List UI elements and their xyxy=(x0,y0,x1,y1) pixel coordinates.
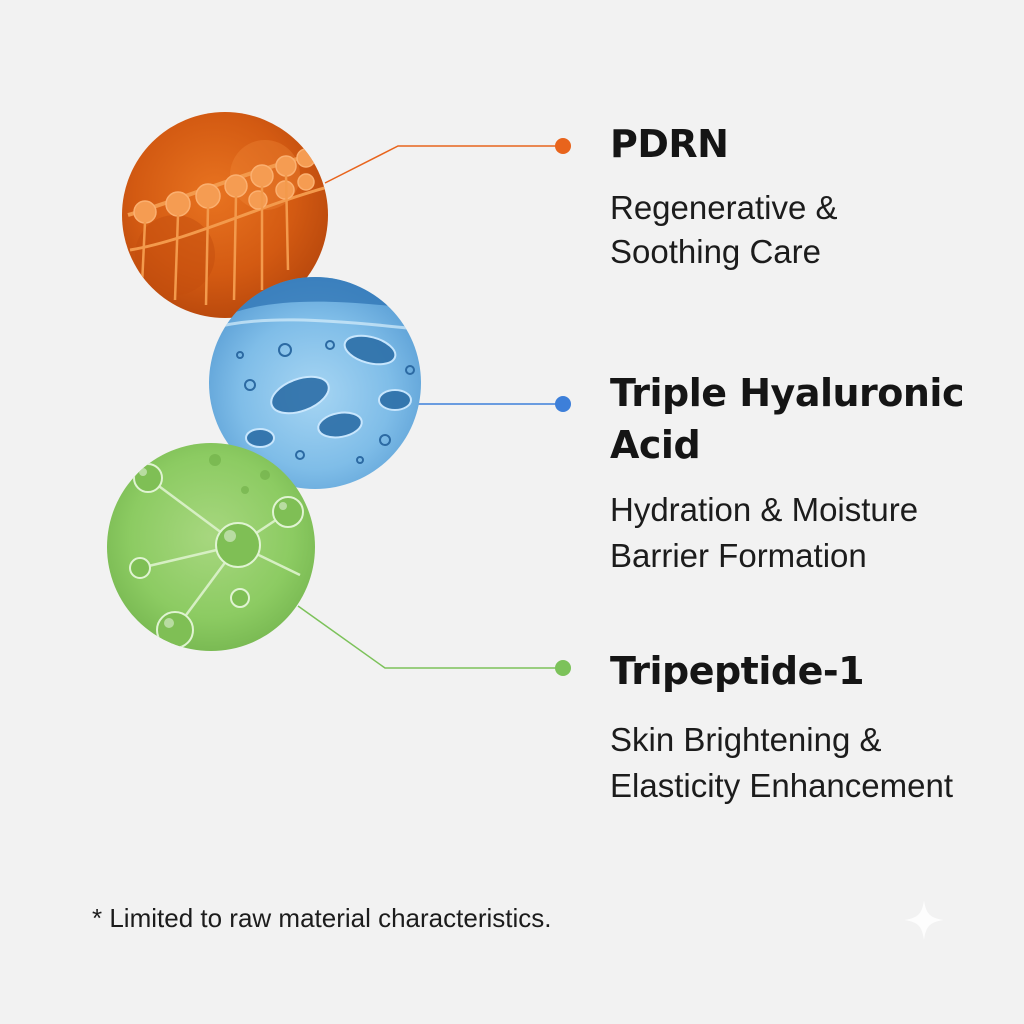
hyaluronic-connector-dot xyxy=(555,396,571,412)
pdrn-connector-dot xyxy=(555,138,571,154)
tripeptide-connector-dot xyxy=(555,660,571,676)
tripeptide-description-line1: Skin Brightening & xyxy=(610,721,882,758)
dna-helix-icon xyxy=(122,112,328,318)
hyaluronic-title-line2: Acid xyxy=(610,423,701,467)
hyaluronic-description-line2: Barrier Formation xyxy=(610,537,867,574)
molecule-icon xyxy=(107,443,315,651)
tripeptide-title: Tripeptide-1 xyxy=(610,649,865,693)
tripeptide-description-line2: Elasticity Enhancement xyxy=(610,767,954,804)
hyaluronic-description-line1: Hydration & Moisture xyxy=(610,491,919,528)
sparkle-icon xyxy=(904,900,944,940)
pdrn-title: PDRN xyxy=(610,122,729,166)
pdrn-connector-line xyxy=(324,145,562,184)
pdrn-description-line2: Soothing Care xyxy=(610,233,821,270)
tripeptide-connector-line xyxy=(297,605,562,669)
hyaluronic-title-line1: Triple Hyaluronic xyxy=(610,371,964,415)
pdrn-description-line1: Regenerative & xyxy=(610,189,838,226)
footnote: * Limited to raw material characteristic… xyxy=(92,903,552,933)
